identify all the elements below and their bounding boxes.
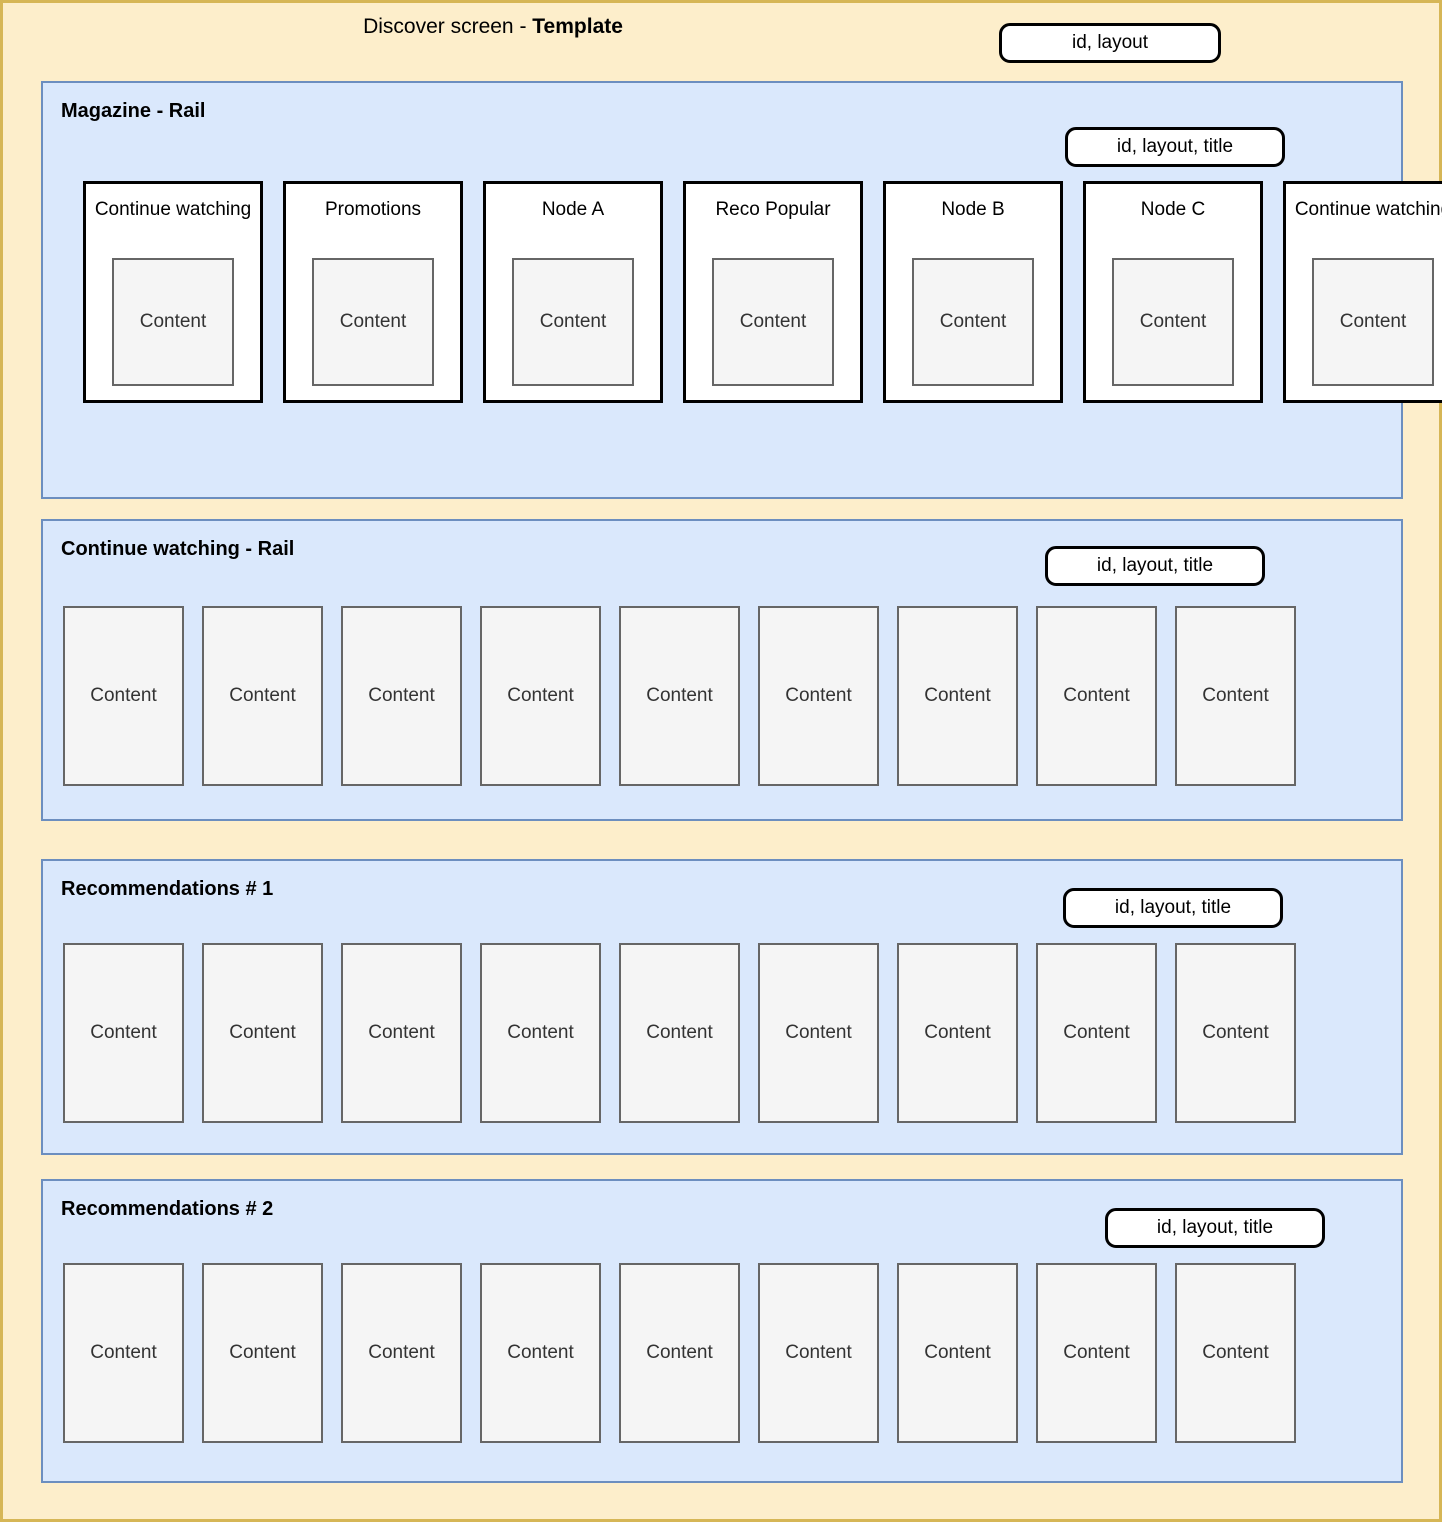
content-card[interactable]: Content: [480, 1263, 601, 1443]
section-title-magazine-rail: Magazine - Rail: [61, 100, 206, 122]
magazine-card-title: Node A: [541, 199, 605, 220]
content-card[interactable]: Content: [1175, 943, 1296, 1123]
magazine-card[interactable]: Continue watching Content: [83, 181, 263, 403]
magazine-card[interactable]: Node C Content: [1083, 181, 1263, 403]
content-card[interactable]: Content: [202, 943, 323, 1123]
magazine-card-inner: Node B Content: [886, 184, 1060, 400]
content-card[interactable]: Content: [480, 606, 601, 786]
magazine-card[interactable]: Promotions Content: [283, 181, 463, 403]
magazine-card-content-box[interactable]: Content: [912, 258, 1034, 386]
page-title-emphasis: Template: [532, 15, 623, 38]
content-card[interactable]: Content: [63, 606, 184, 786]
content-card[interactable]: Content: [341, 1263, 462, 1443]
magazine-card-inner: Reco Popular Content: [686, 184, 860, 400]
magazine-card-content-box[interactable]: Content: [512, 258, 634, 386]
magazine-card-content-box[interactable]: Content: [312, 258, 434, 386]
magazine-card-content-box[interactable]: Content: [1112, 258, 1234, 386]
content-card[interactable]: Content: [619, 943, 740, 1123]
content-card[interactable]: Content: [1175, 606, 1296, 786]
content-card[interactable]: Content: [758, 606, 879, 786]
header-attributes-badge[interactable]: id, layout: [999, 23, 1221, 63]
magazine-card-title: Promotions: [324, 199, 422, 220]
content-card[interactable]: Content: [341, 606, 462, 786]
content-card[interactable]: Content: [619, 1263, 740, 1443]
magazine-card-title: Node B: [941, 199, 1005, 220]
section-attributes-badge-recommendations-2[interactable]: id, layout, title: [1105, 1208, 1325, 1248]
magazine-card-content-box[interactable]: Content: [1312, 258, 1434, 386]
magazine-card[interactable]: Reco Popular Content: [683, 181, 863, 403]
magazine-card[interactable]: Node B Content: [883, 181, 1063, 403]
section-attributes-badge-continue-watching-rail[interactable]: id, layout, title: [1045, 546, 1265, 586]
page-title: Discover screen - Template: [3, 15, 983, 39]
section-title-recommendations-2: Recommendations # 2: [61, 1198, 274, 1220]
magazine-card-rail[interactable]: Continue watching Content Promotions Con…: [83, 181, 1442, 403]
magazine-card[interactable]: Node A Content: [483, 181, 663, 403]
content-card[interactable]: Content: [758, 943, 879, 1123]
content-card[interactable]: Content: [897, 1263, 1018, 1443]
magazine-card-content-box[interactable]: Content: [712, 258, 834, 386]
magazine-card-content-box[interactable]: Content: [112, 258, 234, 386]
content-card[interactable]: Content: [1036, 943, 1157, 1123]
magazine-card-inner: Node A Content: [486, 184, 660, 400]
magazine-card-inner: Promotions Content: [286, 184, 460, 400]
magazine-card[interactable]: Continue watching Content: [1283, 181, 1442, 403]
section-recommendations-2[interactable]: Recommendations # 2 id, layout, title Co…: [41, 1179, 1403, 1483]
content-card[interactable]: Content: [480, 943, 601, 1123]
content-rail-continue-watching[interactable]: Content Content Content Content Content …: [63, 606, 1296, 786]
content-card[interactable]: Content: [1036, 1263, 1157, 1443]
header: Discover screen - Template id, layout: [3, 3, 1439, 75]
content-card[interactable]: Content: [897, 943, 1018, 1123]
magazine-card-title: Continue watching: [94, 199, 252, 220]
content-card[interactable]: Content: [1036, 606, 1157, 786]
magazine-card-inner: Continue watching Content: [1286, 184, 1442, 400]
section-attributes-badge-magazine-rail[interactable]: id, layout, title: [1065, 127, 1285, 167]
content-rail-recommendations-1[interactable]: Content Content Content Content Content …: [63, 943, 1296, 1123]
content-card[interactable]: Content: [897, 606, 1018, 786]
content-card[interactable]: Content: [63, 943, 184, 1123]
magazine-card-title: Node C: [1140, 199, 1206, 220]
magazine-card-title: Reco Popular: [715, 199, 831, 220]
section-continue-watching-rail[interactable]: Continue watching - Rail id, layout, tit…: [41, 519, 1403, 821]
section-title-recommendations-1: Recommendations # 1: [61, 878, 274, 900]
section-title-continue-watching-rail: Continue watching - Rail: [61, 538, 295, 560]
content-card[interactable]: Content: [202, 606, 323, 786]
content-card[interactable]: Content: [202, 1263, 323, 1443]
magazine-card-inner: Node C Content: [1086, 184, 1260, 400]
magazine-card-inner: Continue watching Content: [86, 184, 260, 400]
section-magazine-rail[interactable]: Magazine - Rail id, layout, title Contin…: [41, 81, 1442, 499]
magazine-card-title: Continue watching: [1294, 199, 1442, 220]
section-recommendations-1[interactable]: Recommendations # 1 id, layout, title Co…: [41, 859, 1403, 1155]
content-rail-recommendations-2[interactable]: Content Content Content Content Content …: [63, 1263, 1296, 1443]
content-card[interactable]: Content: [619, 606, 740, 786]
section-attributes-badge-recommendations-1[interactable]: id, layout, title: [1063, 888, 1283, 928]
content-card[interactable]: Content: [63, 1263, 184, 1443]
content-card[interactable]: Content: [1175, 1263, 1296, 1443]
content-card[interactable]: Content: [758, 1263, 879, 1443]
content-card[interactable]: Content: [341, 943, 462, 1123]
page-title-prefix: Discover screen -: [363, 15, 533, 38]
